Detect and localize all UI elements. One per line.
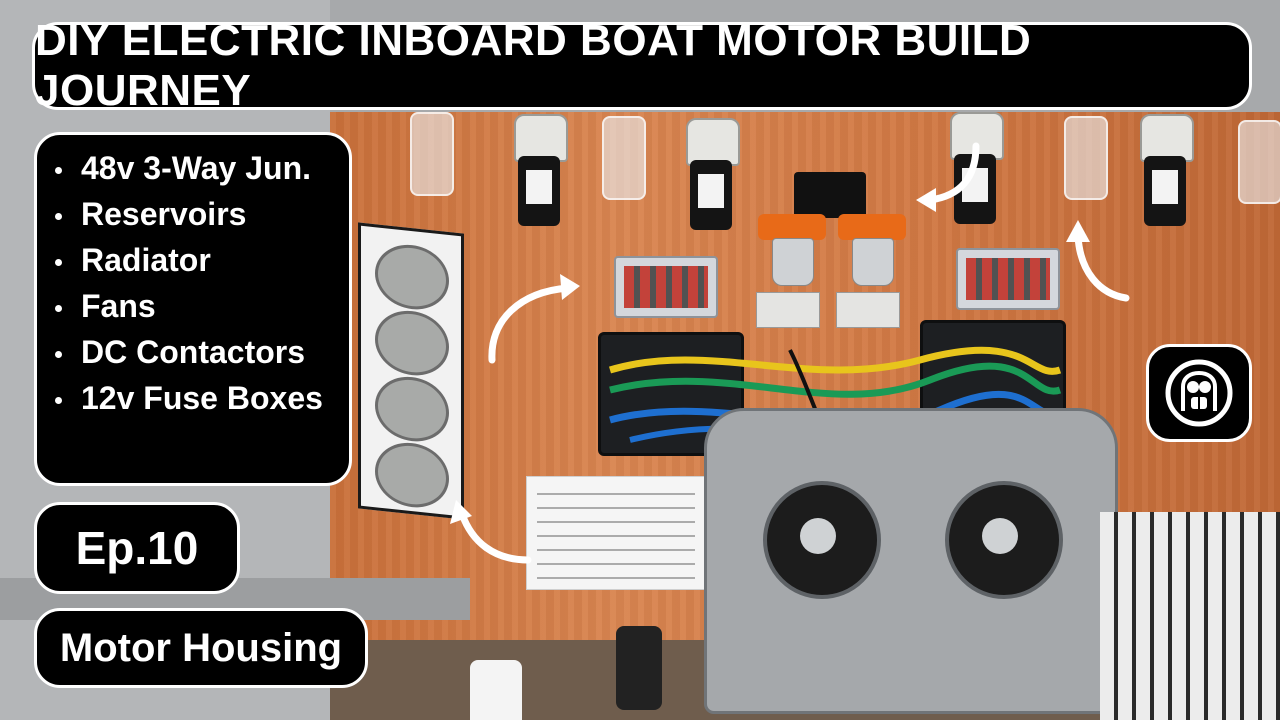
title-banner: DIY ELECTRIC INBOARD BOAT MOTOR BUILD JO… — [32, 16, 1252, 115]
bullet-icon — [55, 305, 62, 312]
dc-contactor — [758, 214, 826, 286]
battery-cells — [1100, 512, 1280, 720]
bullet-icon — [55, 213, 62, 220]
video-title: DIY ELECTRIC INBOARD BOAT MOTOR BUILD JO… — [35, 16, 1032, 115]
fuse-box — [956, 248, 1060, 310]
curved-arrow-icon — [1066, 220, 1130, 302]
wiring-diagram-paper — [526, 476, 706, 590]
fuse-box — [614, 256, 718, 318]
reservoir — [1064, 116, 1108, 200]
list-item: Reservoirs — [55, 191, 349, 237]
curved-arrow-icon — [916, 142, 980, 212]
water-pump — [1134, 114, 1196, 232]
reservoir — [602, 116, 646, 200]
channel-logo-icon — [1165, 359, 1233, 427]
topic-label: Motor Housing — [59, 625, 343, 670]
bullet-icon — [55, 167, 62, 174]
bottle — [470, 660, 522, 720]
dc-contactor — [838, 214, 906, 286]
radiator — [358, 222, 464, 520]
bullet-icon — [55, 351, 62, 358]
relay-module — [836, 292, 900, 328]
components-list: 48v 3-Way Jun. Reservoirs Radiator Fans … — [37, 135, 349, 421]
topic-badge: Motor Housing — [34, 608, 368, 688]
list-item: Radiator — [55, 237, 349, 283]
water-pump — [508, 114, 570, 232]
list-item: Fans — [55, 283, 349, 329]
water-pump — [680, 118, 742, 236]
components-list-panel: 48v 3-Way Jun. Reservoirs Radiator Fans … — [34, 132, 352, 486]
episode-badge: Ep.10 — [34, 502, 240, 594]
bullet-icon — [55, 259, 62, 266]
motor-housing — [704, 408, 1118, 714]
list-item: DC Contactors — [55, 329, 349, 375]
bullet-icon — [55, 397, 62, 404]
list-item: 48v 3-Way Jun. — [55, 145, 349, 191]
pulley — [616, 626, 662, 710]
list-item: 12v Fuse Boxes — [55, 375, 349, 421]
curved-arrow-icon — [450, 500, 532, 564]
curved-arrow-icon — [488, 274, 580, 364]
channel-logo — [1146, 344, 1252, 442]
mounting-bracket — [794, 172, 866, 218]
reservoir — [410, 112, 454, 196]
episode-label: Ep.10 — [75, 522, 199, 574]
reservoir — [1238, 120, 1280, 204]
relay-module — [756, 292, 820, 328]
